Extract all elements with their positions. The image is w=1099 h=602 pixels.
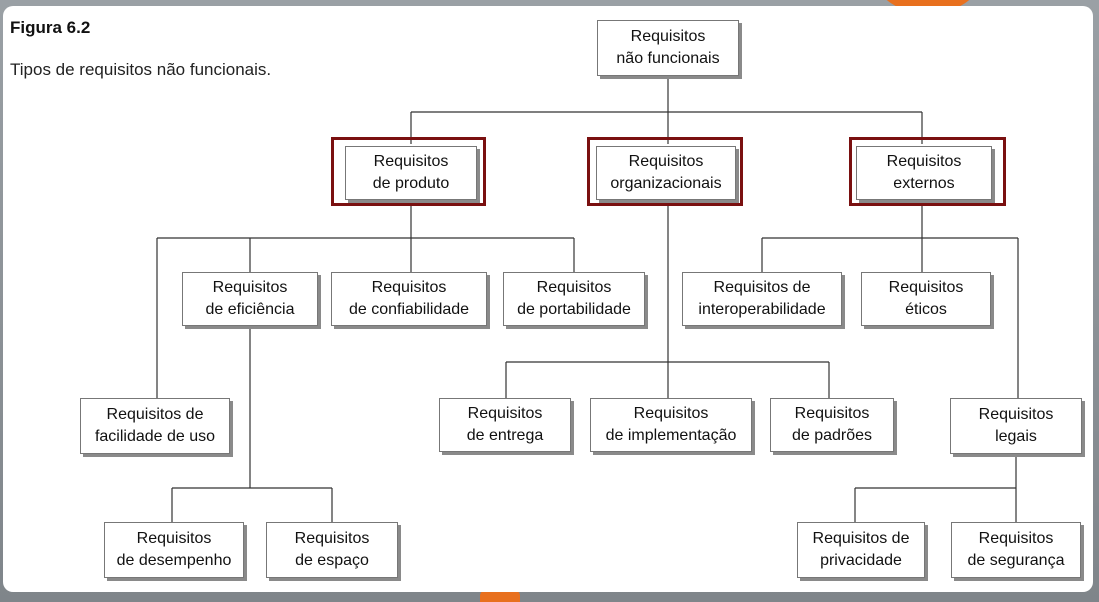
node-requisitos-de-confiabilidade: Requisitos de confiabilidade bbox=[331, 272, 487, 326]
node-requisitos-de-espaco: Requisitos de espaço bbox=[266, 522, 398, 578]
decorative-accent bbox=[480, 590, 520, 602]
node-requisitos-de-entrega: Requisitos de entrega bbox=[439, 398, 571, 452]
node-requisitos-de-seguranca: Requisitos de segurança bbox=[951, 522, 1081, 578]
node-requisitos-organizacionais: Requisitos organizacionais bbox=[596, 146, 736, 200]
node-requisitos-externos: Requisitos externos bbox=[856, 146, 992, 200]
node-requisitos-facilidade-de-uso: Requisitos de facilidade de uso bbox=[80, 398, 230, 454]
node-requisitos-de-desempenho: Requisitos de desempenho bbox=[104, 522, 244, 578]
node-requisitos-de-padroes: Requisitos de padrões bbox=[770, 398, 894, 452]
figure-caption: Tipos de requisitos não funcionais. bbox=[10, 60, 272, 79]
figure-title: Figura 6.2 bbox=[10, 18, 91, 37]
node-requisitos-de-produto: Requisitos de produto bbox=[345, 146, 477, 200]
node-requisitos-de-portabilidade: Requisitos de portabilidade bbox=[503, 272, 645, 326]
node-requisitos-legais: Requisitos legais bbox=[950, 398, 1082, 454]
node-requisitos-de-implementacao: Requisitos de implementação bbox=[590, 398, 752, 452]
node-requisitos-de-privacidade: Requisitos de privacidade bbox=[797, 522, 925, 578]
node-requisitos-de-interoperabilidade: Requisitos de interoperabilidade bbox=[682, 272, 842, 326]
node-requisitos-eticos: Requisitos éticos bbox=[861, 272, 991, 326]
node-requisitos-de-eficiencia: Requisitos de eficiência bbox=[182, 272, 318, 326]
node-nao-funcionais: Requisitos não funcionais bbox=[597, 20, 739, 76]
